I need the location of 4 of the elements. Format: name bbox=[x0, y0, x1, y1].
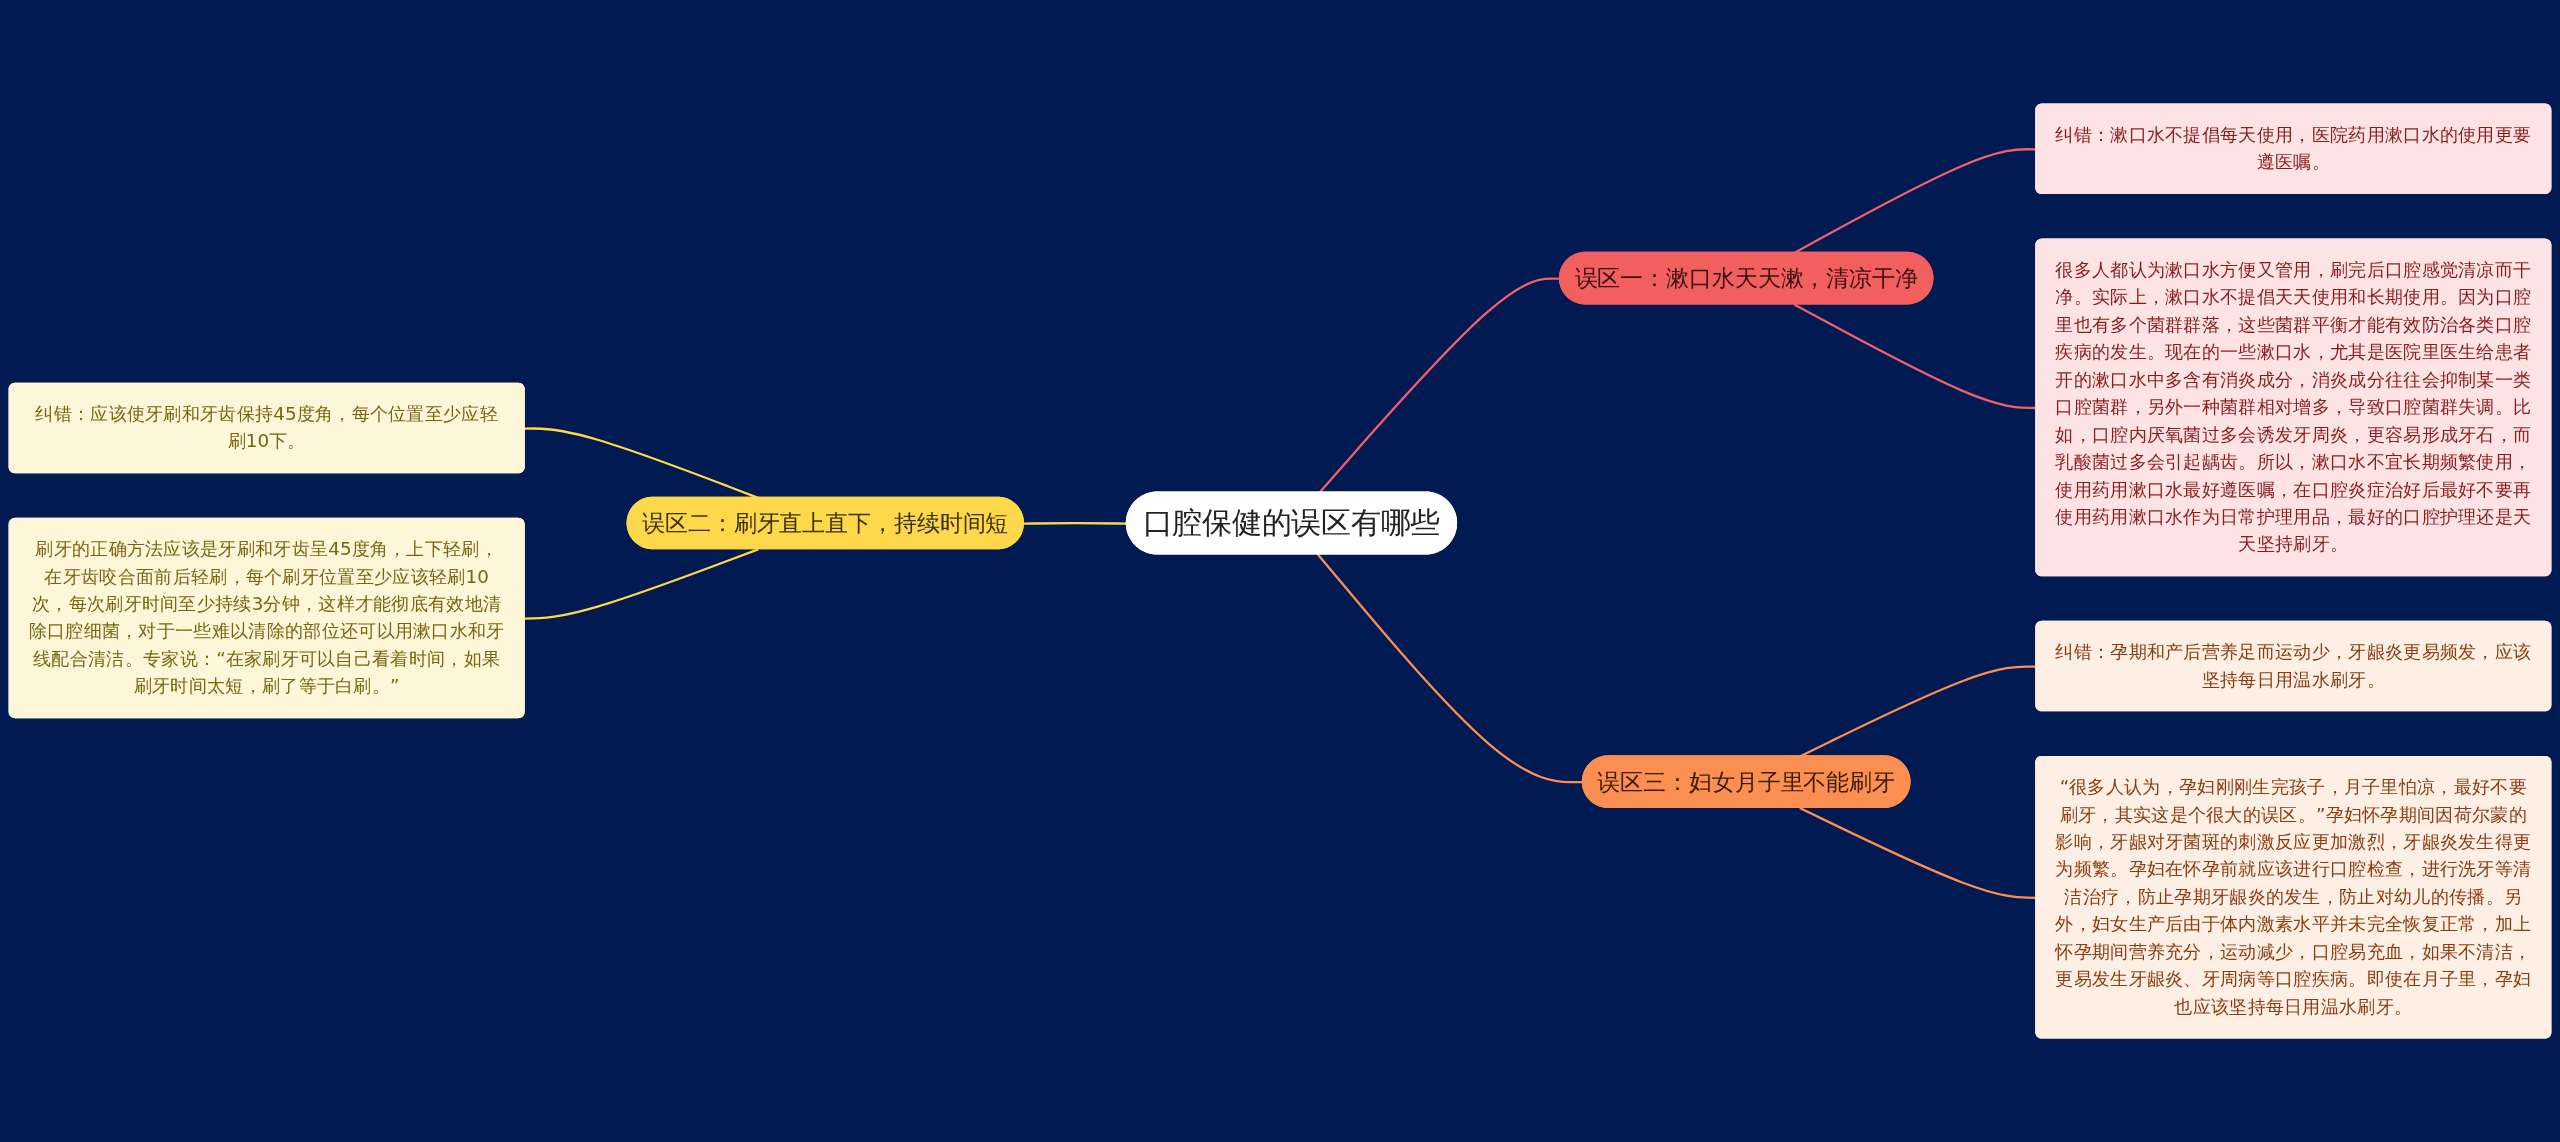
connector bbox=[1023, 522, 1127, 525]
connector bbox=[524, 427, 759, 499]
connector bbox=[524, 548, 759, 620]
connector bbox=[1317, 553, 1583, 784]
